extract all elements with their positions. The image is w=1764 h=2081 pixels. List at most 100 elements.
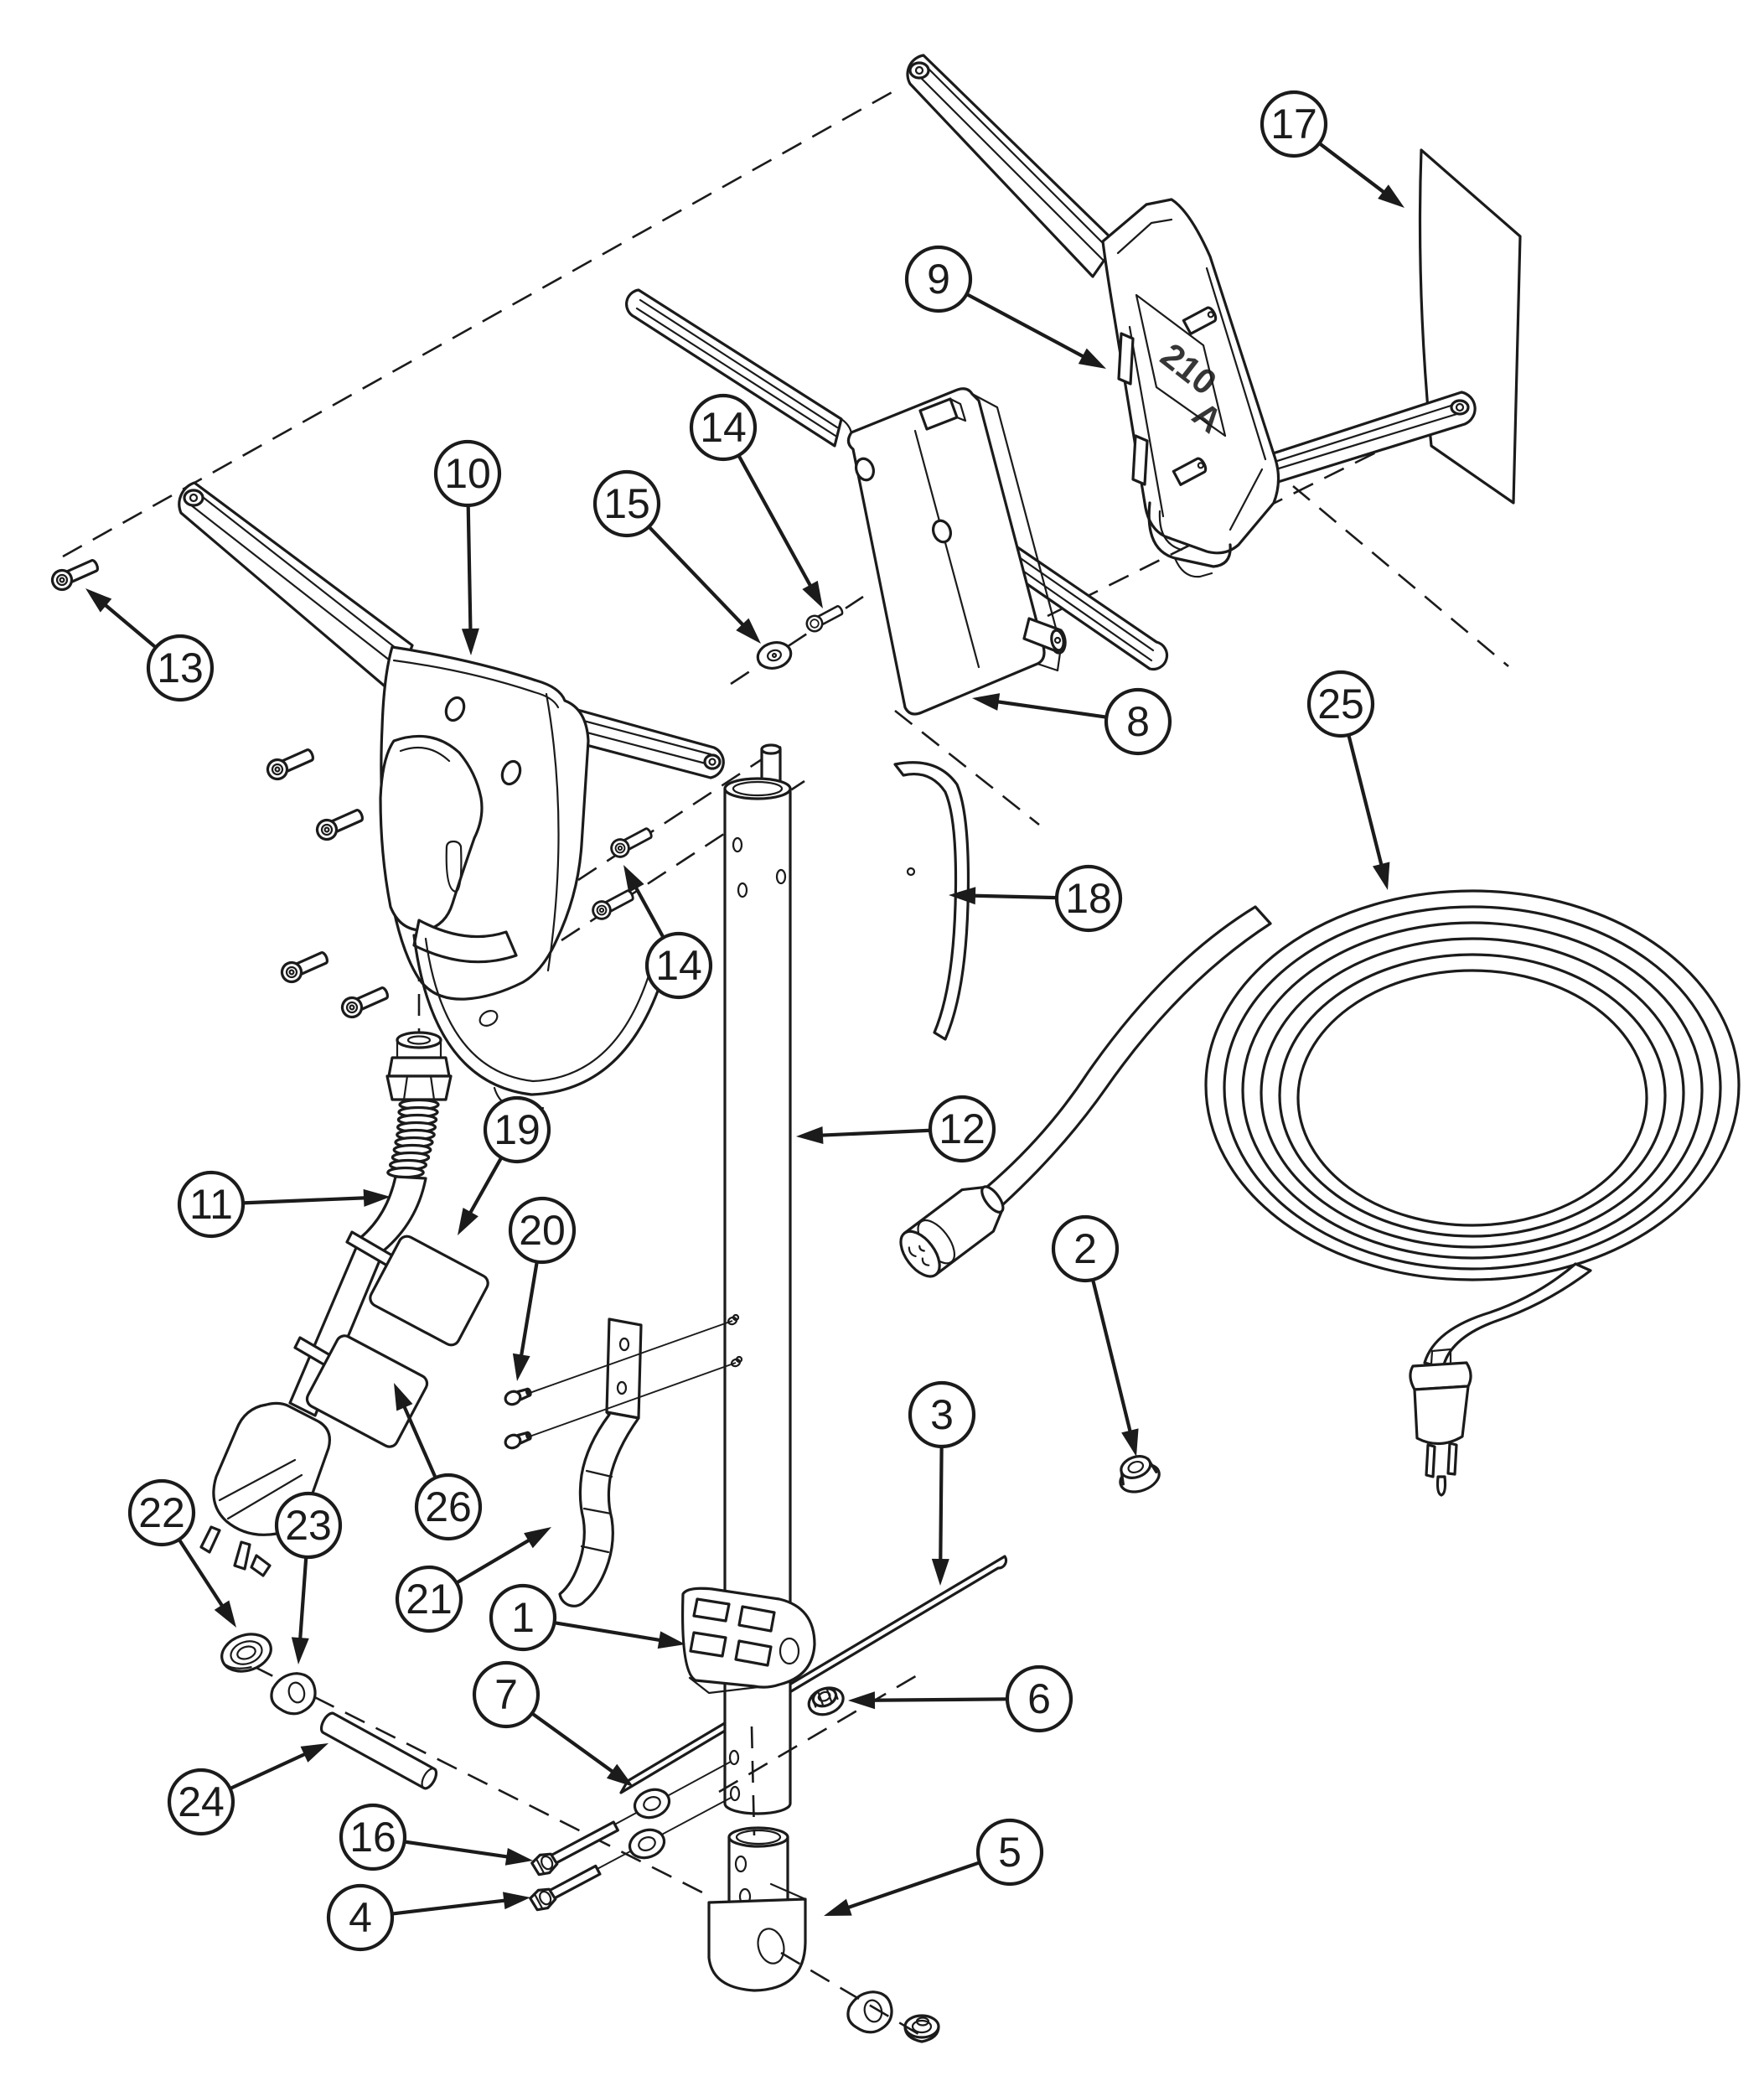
callout-16: 16 — [339, 1803, 533, 1871]
callout-balloon — [472, 1660, 541, 1729]
handle-screw-2 — [313, 804, 367, 844]
callout-2: 2 — [1051, 1214, 1139, 1457]
clevis-push-nut — [903, 2014, 940, 2043]
callout-1: 1 — [489, 1583, 685, 1652]
callout-balloon — [1260, 90, 1328, 158]
callout-arrowhead — [300, 1743, 328, 1763]
part-5-clevis-fitting — [707, 1826, 940, 2043]
part-9-upper-arm-assembly: 210 A — [906, 54, 1477, 578]
callout-leader-line — [404, 1840, 512, 1860]
part-10-handle-assembly — [178, 481, 725, 1111]
part-21-clamp-lever — [558, 1317, 643, 1607]
part-3-rod — [619, 1555, 1008, 1794]
callout-balloon — [1005, 1664, 1073, 1733]
callout-balloon — [414, 1473, 483, 1541]
callout-balloon — [167, 1768, 235, 1836]
callout-10: 10 — [433, 439, 502, 655]
part-24-pivot-pin — [319, 1711, 438, 1790]
part-17-pad-sheet — [1418, 148, 1522, 505]
callout-3: 3 — [908, 1380, 976, 1586]
part-7-washer-b — [628, 1828, 666, 1860]
part-1-pole-clamp — [681, 1587, 816, 1695]
callout-21: 21 — [395, 1527, 551, 1633]
callout-arrowhead — [824, 1898, 852, 1916]
callout-number: 22 — [138, 1489, 185, 1536]
callout-number: 25 — [1317, 681, 1364, 727]
part-23-teardrop-washer — [270, 1672, 317, 1716]
callout-number: 20 — [519, 1207, 566, 1254]
callout-number: 26 — [425, 1483, 472, 1530]
callout-arrowhead — [461, 628, 479, 655]
callout-number: 9 — [927, 256, 950, 303]
part-22-flanged-locknut — [220, 1633, 272, 1673]
callout-leader-line — [993, 699, 1107, 719]
callout-20: 20 — [508, 1196, 577, 1381]
callout-balloon — [395, 1565, 463, 1633]
callout-6: 6 — [848, 1664, 1073, 1733]
callout-arrowhead — [85, 588, 112, 613]
strain-relief-spring — [386, 1098, 440, 1179]
callout-number: 19 — [494, 1106, 541, 1153]
callout-leader-line — [466, 1157, 504, 1218]
part-20-screw-b — [504, 1431, 532, 1450]
callout-number: 1 — [511, 1594, 535, 1641]
callout-4: 4 — [326, 1883, 530, 1952]
callout-leader-line — [554, 1621, 665, 1643]
part-2-grommet — [1119, 1455, 1161, 1493]
callout-number: 10 — [444, 450, 491, 497]
callout-balloon — [127, 1478, 196, 1547]
callout-balloon — [508, 1196, 577, 1265]
callout-arrowhead — [291, 1637, 309, 1664]
callout-balloon — [928, 1095, 996, 1163]
callout-balloon — [1051, 1214, 1120, 1283]
callout-arrowhead — [606, 1763, 634, 1787]
part-7-washer-a — [633, 1788, 671, 1820]
callout-5: 5 — [824, 1818, 1044, 1916]
callout-number: 21 — [406, 1576, 453, 1623]
callout-number: 14 — [655, 942, 702, 989]
callout-leader-line — [391, 1897, 510, 1916]
callout-leader-line — [519, 1261, 539, 1360]
callout-arrowhead — [972, 693, 1001, 711]
callout-11: 11 — [177, 1170, 391, 1239]
callout-balloon — [489, 1583, 557, 1652]
callout-number: 15 — [603, 480, 650, 527]
callout-number: 12 — [939, 1105, 985, 1152]
callout-arrowhead — [949, 887, 976, 905]
callout-leader-line — [177, 1538, 226, 1611]
handle-screw-4 — [338, 981, 392, 1022]
callout-leader-line — [530, 1711, 618, 1776]
callout-19: 19 — [458, 1095, 551, 1235]
part-6-hex-nut — [807, 1686, 845, 1716]
callout-number: 13 — [157, 644, 204, 691]
callout-leader-line — [401, 1401, 437, 1479]
part-26-label — [305, 1334, 429, 1448]
callout-7: 7 — [472, 1660, 634, 1787]
part-16-hex-bolt — [530, 1820, 619, 1877]
callout-arrowhead — [931, 1558, 949, 1586]
callout-25: 25 — [1306, 670, 1390, 890]
callout-number: 2 — [1073, 1225, 1097, 1272]
part-14-screw-upper — [805, 605, 844, 633]
callout-balloon — [433, 439, 502, 508]
callout-arrowhead — [657, 1631, 685, 1649]
handle-screw-1 — [263, 743, 318, 784]
callout-balloon — [326, 1883, 395, 1952]
part-19-label — [369, 1235, 489, 1347]
callout-13: 13 — [85, 588, 215, 702]
handle-screw-3 — [277, 946, 332, 986]
callout-balloon — [975, 1818, 1044, 1887]
callout-number: 3 — [930, 1391, 954, 1438]
part-18-channel-guard — [893, 761, 970, 1041]
callout-balloon — [904, 245, 973, 313]
callout-balloon — [177, 1170, 246, 1239]
callout-number: 16 — [349, 1814, 396, 1861]
part-13-screw — [48, 554, 102, 594]
callout-balloon — [274, 1491, 343, 1560]
part-12-extension-pole — [723, 743, 792, 1815]
callout-26: 26 — [394, 1383, 483, 1541]
callout-leader-line — [297, 1556, 308, 1644]
callout-balloon — [483, 1095, 551, 1164]
